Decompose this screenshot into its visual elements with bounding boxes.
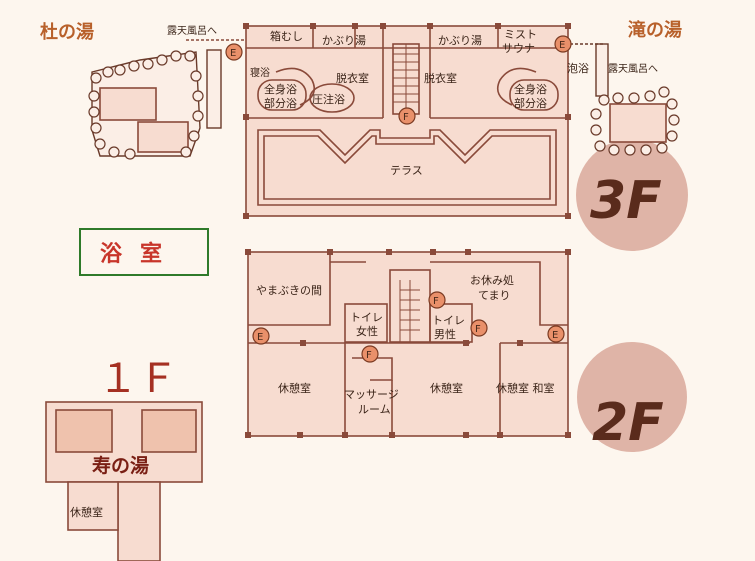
label-yamabuki: やまぶきの間	[256, 284, 322, 297]
label-massage: マッサージ	[344, 388, 399, 401]
fire-extinguisher-icon: F	[398, 107, 416, 125]
floor-3f-plan	[243, 23, 571, 219]
label-rotenburo-left: 露天風呂へ	[167, 25, 217, 37]
floor-label-3f: 3F	[590, 171, 662, 231]
elevator-icon: E	[547, 325, 565, 343]
label-atchu: 圧注浴	[312, 92, 345, 106]
label-awayu: 泡浴	[567, 61, 589, 75]
label-datsui-right: 脱衣室	[424, 71, 457, 85]
label-oyasumi: お休み処	[470, 274, 514, 287]
floor-1f-plan	[45, 401, 203, 561]
bath-name-taki: 滝の湯	[628, 19, 682, 41]
bath-1f-left	[55, 409, 113, 453]
label-temari: てまり	[478, 289, 510, 302]
label-sauna: サウナ	[502, 42, 535, 55]
label-toilet-men-1: トイレ	[432, 314, 465, 327]
label-rotenburo-right: 露天風呂へ	[608, 63, 658, 75]
label-neyu: 寝浴	[250, 66, 270, 79]
label-bubun-right: 部分浴	[514, 96, 547, 110]
bath-1f-right	[141, 409, 197, 453]
svg-text:F: F	[403, 112, 409, 123]
floor-3f-circle	[576, 139, 688, 251]
label-kyukei-mid: 休憩室	[430, 381, 463, 395]
fire-extinguisher-icon: F	[428, 291, 446, 309]
svg-text:F: F	[366, 350, 372, 361]
label-toilet-men-2: 男性	[434, 327, 456, 341]
label-zenshin-left: 全身浴	[264, 82, 297, 96]
label-kaburi-left: かぶり湯	[322, 34, 366, 47]
label-mist: ミスト	[504, 28, 537, 41]
rotenburo-right-rocks	[570, 43, 680, 156]
svg-text:E: E	[230, 48, 236, 59]
label-kaburi-right: かぶり湯	[438, 34, 482, 47]
svg-text:E: E	[559, 40, 565, 51]
label-bubun-left: 部分浴	[264, 96, 297, 110]
label-kyukei-1f: 休憩室	[70, 505, 103, 519]
elevator-icon: E	[554, 35, 572, 53]
legend-bath-label: 浴室	[100, 241, 180, 267]
label-toilet-women-1: トイレ	[350, 311, 383, 324]
svg-text:E: E	[257, 332, 263, 343]
rotenburo-left-rocks	[88, 39, 246, 160]
svg-text:E: E	[552, 330, 558, 341]
bath-name-mori: 杜の湯	[40, 21, 94, 43]
legend-bath-box	[79, 228, 209, 276]
floor-label-1f: １Ｆ	[98, 356, 178, 402]
floor-label-2f: 2F	[592, 393, 664, 453]
label-zenshin-right: 全身浴	[514, 82, 547, 96]
svg-text:F: F	[475, 324, 481, 335]
elevator-icon: E	[225, 43, 243, 61]
label-kyukei-washitsu: 休憩室 和室	[496, 381, 555, 395]
fire-extinguisher-icon: F	[470, 319, 488, 337]
fire-extinguisher-icon: F	[361, 345, 379, 363]
label-toilet-women-2: 女性	[356, 324, 378, 338]
label-terrace: テラス	[390, 164, 423, 177]
label-hakomushi: 箱むし	[270, 29, 303, 43]
label-kyukei-left: 休憩室	[278, 381, 311, 395]
elevator-icon: E	[252, 327, 270, 345]
bath-name-kotobuki: 寿の湯	[92, 454, 149, 477]
label-datsui-left: 脱衣室	[336, 71, 369, 85]
label-massage-room: ルーム	[358, 403, 391, 416]
svg-text:F: F	[433, 296, 439, 307]
floor-2f-circle	[577, 342, 687, 452]
floor-2f-plan	[245, 249, 571, 438]
